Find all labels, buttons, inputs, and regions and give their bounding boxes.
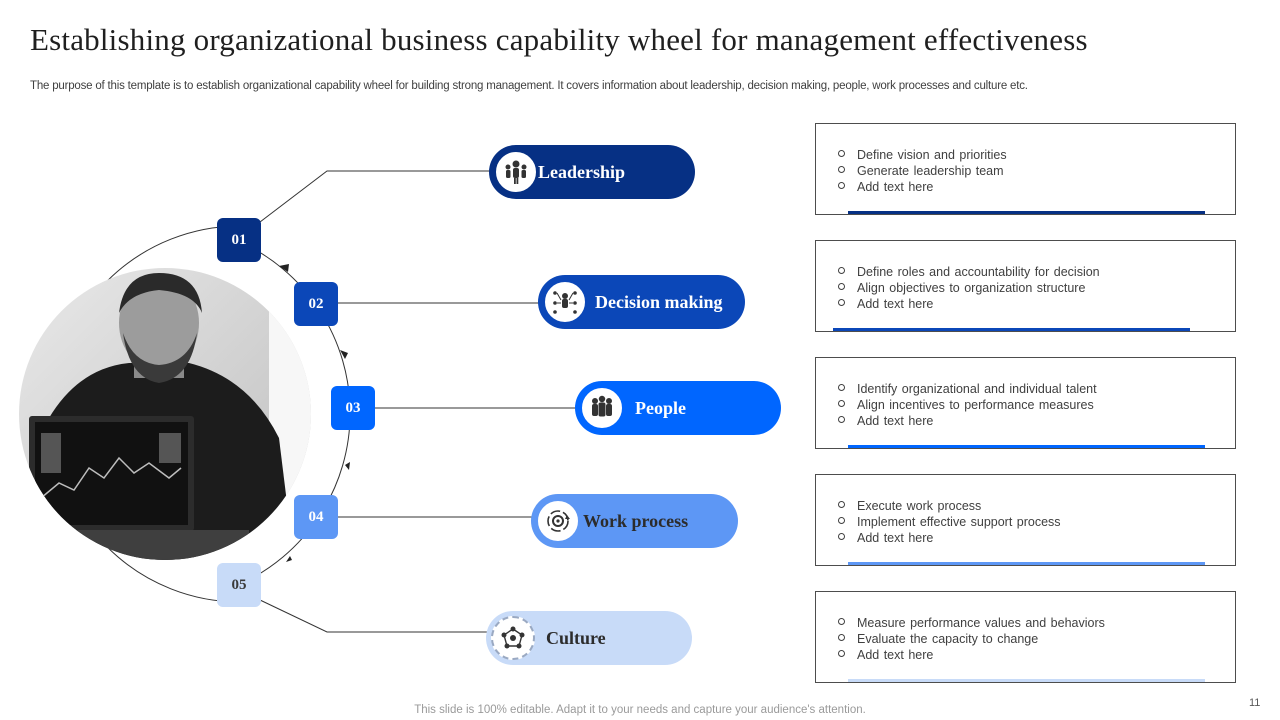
detail-box-decision-making: Define roles and accountability for deci… bbox=[815, 240, 1236, 332]
list-item: Identify organizational and individual t… bbox=[838, 381, 1097, 397]
box-underline bbox=[848, 679, 1205, 682]
team-leader-icon bbox=[494, 150, 538, 194]
connector-01 bbox=[259, 170, 492, 223]
box-underline bbox=[848, 445, 1205, 448]
culture-network-icon bbox=[491, 616, 535, 660]
page-number: 11 bbox=[1249, 697, 1261, 709]
box-underline bbox=[833, 328, 1190, 331]
step-number-04: 04 bbox=[294, 495, 338, 539]
list-item: Evaluate the capacity to change bbox=[838, 631, 1105, 647]
pill-label: Work process bbox=[583, 510, 689, 531]
pill-work-process: Work process bbox=[531, 494, 738, 548]
step-number-01: 01 bbox=[217, 218, 261, 262]
list-item: Add text here bbox=[838, 530, 1061, 546]
pill-decision-making: Decision making bbox=[538, 275, 745, 329]
arrowhead-3 bbox=[345, 462, 350, 470]
list-item: Add text here bbox=[838, 179, 1007, 195]
list-item: Define roles and accountability for deci… bbox=[838, 264, 1100, 280]
arrowhead-4 bbox=[286, 556, 292, 562]
detail-box-culture: Measure performance values and behaviors… bbox=[815, 591, 1236, 683]
slide-subtitle: The purpose of this template is to estab… bbox=[30, 80, 1028, 92]
people-group-icon bbox=[580, 386, 624, 430]
list-item: Align incentives to performance measures bbox=[838, 397, 1097, 413]
list-item: Define vision and priorities bbox=[838, 147, 1007, 163]
list-item: Measure performance values and behaviors bbox=[838, 615, 1105, 631]
box-underline bbox=[848, 211, 1205, 214]
decision-network-icon bbox=[543, 280, 587, 324]
detail-box-people: Identify organizational and individual t… bbox=[815, 357, 1236, 449]
pill-label: Culture bbox=[546, 627, 606, 648]
arrowhead-2 bbox=[340, 350, 348, 359]
pill-label: People bbox=[635, 397, 686, 418]
connector-05 bbox=[259, 599, 489, 633]
slide-title: Establishing organizational business cap… bbox=[30, 22, 1088, 57]
step-number-02: 02 bbox=[294, 282, 338, 326]
list-item: Add text here bbox=[838, 647, 1105, 663]
list-item: Add text here bbox=[838, 413, 1097, 429]
footer-note: This slide is 100% editable. Adapt it to… bbox=[414, 704, 866, 716]
step-number-03: 03 bbox=[331, 386, 375, 430]
pill-label: Decision making bbox=[595, 291, 723, 312]
list-item: Generate leadership team bbox=[838, 163, 1007, 179]
box-underline bbox=[848, 562, 1205, 565]
arrowhead-1 bbox=[279, 264, 289, 272]
list-item: Implement effective support process bbox=[838, 514, 1061, 530]
business-man-photo bbox=[19, 268, 311, 560]
process-cycle-icon bbox=[536, 499, 580, 543]
pill-label: Leadership bbox=[538, 161, 626, 182]
list-item: Execute work process bbox=[838, 498, 1061, 514]
pill-leadership: Leadership bbox=[489, 145, 695, 199]
pill-culture: Culture bbox=[486, 611, 692, 665]
detail-box-work-process: Execute work process Implement effective… bbox=[815, 474, 1236, 566]
step-number-05: 05 bbox=[217, 563, 261, 607]
list-item: Add text here bbox=[838, 296, 1100, 312]
list-item: Align objectives to organization structu… bbox=[838, 280, 1100, 296]
detail-box-leadership: Define vision and priorities Generate le… bbox=[815, 123, 1236, 215]
pill-people: People bbox=[575, 381, 781, 435]
